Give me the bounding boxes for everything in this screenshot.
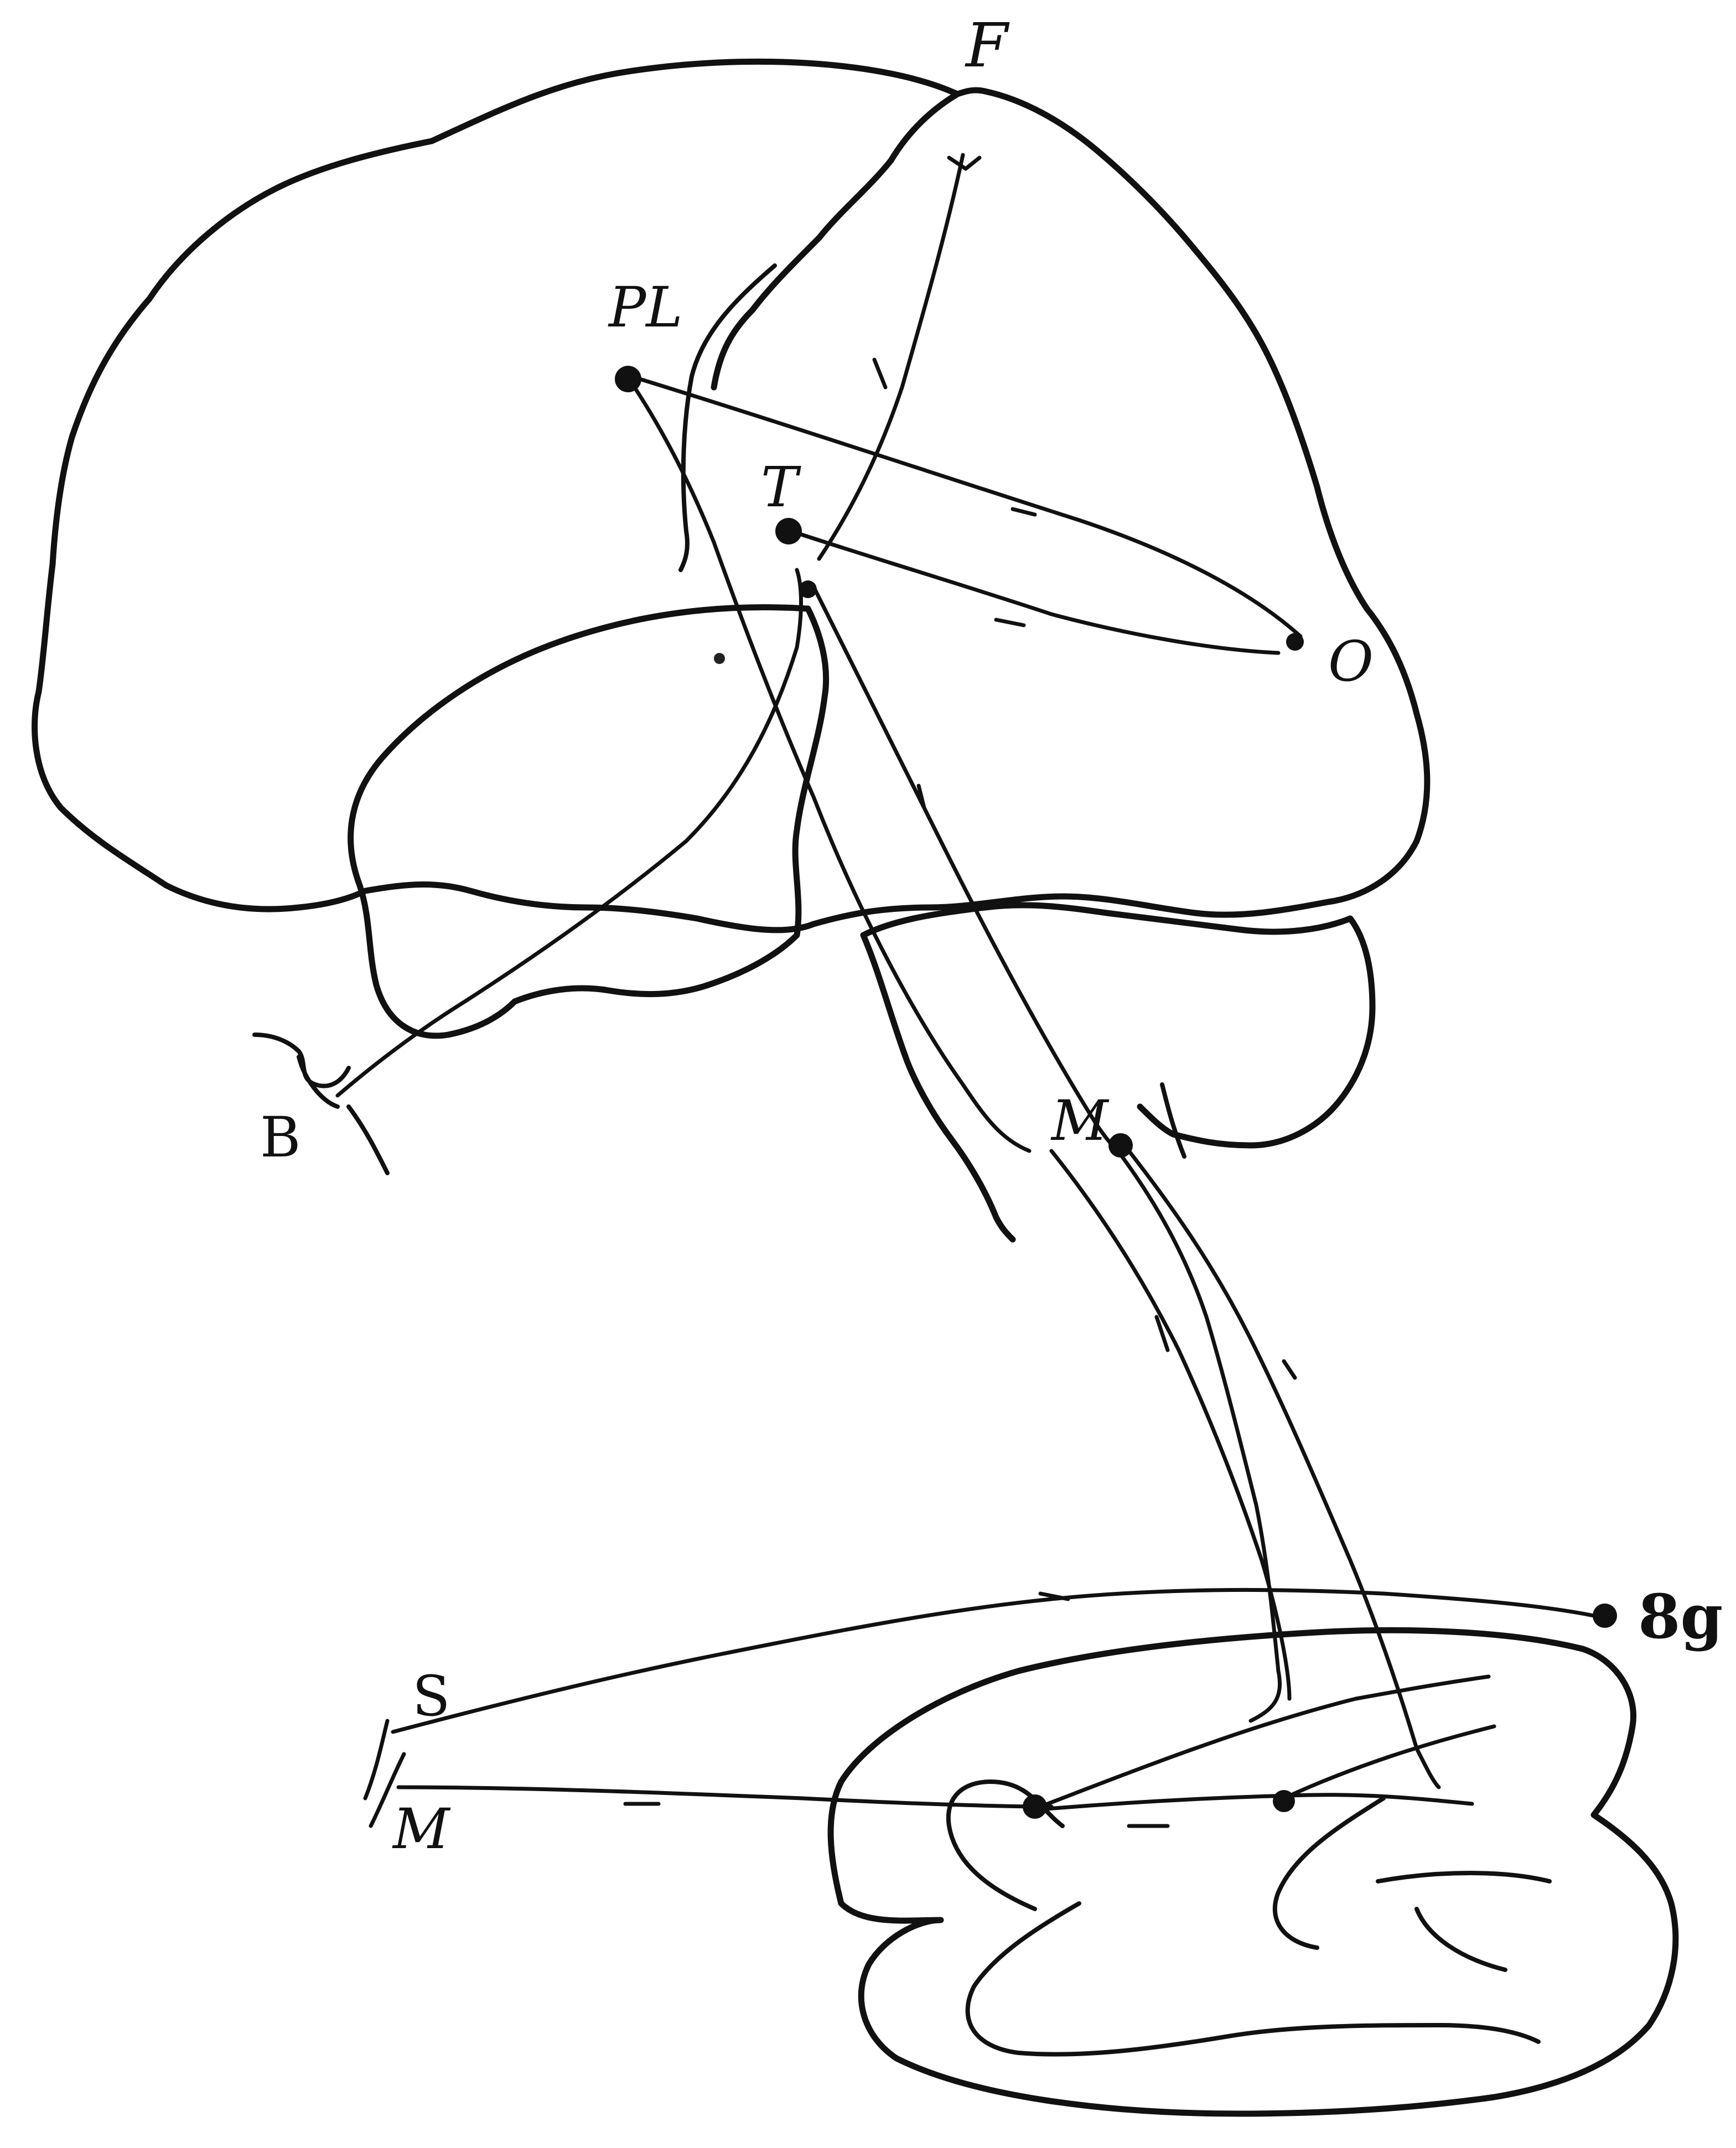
pathway-T-to-O: [791, 531, 1278, 653]
pathway-F-head: [949, 158, 980, 169]
arrow-PL-O: [1013, 509, 1035, 515]
label-B: B: [260, 1105, 301, 1170]
pathway-B-to-T: [338, 570, 801, 1096]
label-M-low: M: [392, 1797, 451, 1861]
label-S: S: [412, 1664, 450, 1729]
pathway-cord-diag-1: [1040, 1677, 1489, 1807]
node-T: [775, 518, 802, 544]
label-O: O: [1328, 629, 1374, 694]
node-PL: [615, 366, 641, 392]
pathway-T-to-M: [813, 587, 1118, 1151]
cerebrum-outline: [35, 61, 1427, 930]
node-O: [1286, 633, 1304, 651]
node-Sg: [1593, 1604, 1617, 1628]
label-F: F: [965, 10, 1010, 81]
label-M-mid: M: [1050, 1088, 1110, 1153]
label-PL: PL: [608, 275, 683, 340]
arrow-F-path: [874, 360, 885, 387]
node-cord-left: [1023, 1794, 1047, 1819]
label-T: T: [761, 455, 801, 520]
arrow-T-O: [996, 620, 1024, 625]
arrow-M-cord-right: [1284, 1361, 1295, 1378]
spinal-cord-inner-right: [1275, 1798, 1550, 1970]
cerebellum-outline: [863, 905, 1372, 1145]
pathway-cord-diag-2: [1284, 1726, 1494, 1798]
terminal-S-mark: [365, 1721, 387, 1798]
frontal-lobe-outline: [714, 94, 957, 387]
spinal-cord-inner-left: [949, 1782, 1538, 2054]
arrow-T-M: [919, 786, 924, 808]
label-Sg: 8g: [1638, 1581, 1723, 1652]
pathway-PL-to-M: [631, 382, 1029, 1151]
brainstem-right-stub: [1162, 1085, 1184, 1156]
pathway-PL-to-O: [631, 376, 1300, 636]
node-T-lower: [799, 580, 817, 598]
pathway-S-to-Sg: [393, 1590, 1594, 1732]
pathway-cord-internal: [1040, 1795, 1472, 1809]
temporal-lobe-outline: [351, 608, 826, 1036]
speck-temporal: [714, 653, 725, 664]
node-cord-right: [1273, 1790, 1295, 1812]
brainstem-left-edge: [863, 935, 1013, 1239]
spinal-cord-outline: [831, 1630, 1676, 2114]
node-M-mid: [1108, 1133, 1133, 1158]
